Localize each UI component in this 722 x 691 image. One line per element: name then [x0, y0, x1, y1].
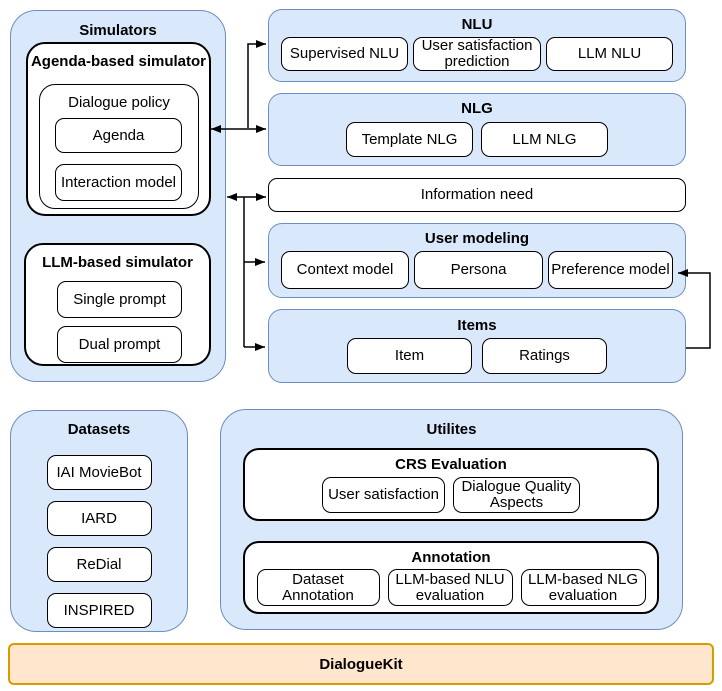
- box-inspired: INSPIRED: [46, 593, 152, 628]
- section-annotation: Annotation Dataset Annotation LLM-based …: [243, 541, 659, 614]
- box-user-satisfaction-prediction: User satisfaction prediction: [413, 37, 541, 71]
- nlg-title: NLG: [461, 100, 493, 117]
- box-dialogue-quality-aspects: Dialogue Quality Aspects: [453, 477, 580, 513]
- box-llm-nlu: LLM NLU: [546, 37, 673, 71]
- group-nlg: NLG Template NLG LLM NLG: [268, 93, 686, 166]
- dialogue-policy-title: Dialogue policy: [68, 94, 170, 111]
- box-item: Item: [347, 338, 472, 374]
- box-dual-prompt: Dual prompt: [57, 326, 182, 363]
- section-dialogue-policy: Dialogue policy Agenda Interaction model: [39, 84, 199, 209]
- box-user-satisfaction: User satisfaction: [322, 477, 445, 513]
- dialoguekit-bar: DialogueKit: [8, 643, 714, 685]
- box-information-need: Information need: [268, 178, 686, 212]
- box-interaction-model: Interaction model: [55, 164, 182, 201]
- box-ratings: Ratings: [482, 338, 607, 374]
- box-llm-nlg: LLM NLG: [481, 122, 608, 157]
- group-items: Items Item Ratings: [268, 309, 686, 383]
- simulators-title: Simulators: [79, 22, 157, 39]
- box-single-prompt: Single prompt: [57, 281, 182, 318]
- box-llm-nlu-evaluation: LLM-based NLU evaluation: [387, 569, 513, 606]
- box-dataset-annotation: Dataset Annotation: [256, 569, 380, 606]
- group-utilities: Utilites CRS Evaluation User satisfactio…: [220, 409, 683, 630]
- box-preference-model: Preference model: [548, 251, 673, 289]
- agenda-based-simulator-title: Agenda-based simulator: [30, 53, 207, 70]
- section-llm-based-simulator: LLM-based simulator Single prompt Dual p…: [24, 243, 211, 366]
- annotation-title: Annotation: [411, 549, 491, 566]
- box-redial: ReDial: [46, 547, 152, 582]
- crs-evaluation-title: CRS Evaluation: [395, 456, 507, 473]
- llm-based-simulator-title: LLM-based simulator: [42, 254, 193, 271]
- box-llm-nlg-evaluation: LLM-based NLG evaluation: [520, 569, 646, 606]
- group-nlu: NLU Supervised NLU User satisfaction pre…: [268, 9, 686, 82]
- box-persona: Persona: [414, 251, 543, 289]
- box-iai-moviebot: IAI MovieBot: [46, 455, 152, 490]
- box-supervised-nlu: Supervised NLU: [281, 37, 408, 71]
- user-modeling-title: User modeling: [424, 230, 530, 247]
- utilities-title: Utilites: [426, 421, 477, 438]
- section-crs-evaluation: CRS Evaluation User satisfaction Dialogu…: [243, 448, 659, 521]
- box-context-model: Context model: [281, 251, 409, 289]
- box-agenda: Agenda: [55, 118, 182, 153]
- group-simulators: Simulators Agenda-based simulator Dialog…: [10, 10, 226, 382]
- group-datasets: Datasets IAI MovieBot IARD ReDial INSPIR…: [10, 410, 188, 632]
- nlu-title: NLU: [461, 16, 493, 33]
- group-user-modeling: User modeling Context model Persona Pref…: [268, 223, 686, 298]
- items-title: Items: [457, 317, 497, 334]
- arrow-simulators-nlu: [247, 40, 266, 128]
- box-template-nlg: Template NLG: [346, 122, 473, 157]
- box-iard: IARD: [46, 501, 152, 536]
- section-agenda-based-simulator: Agenda-based simulator Dialogue policy A…: [26, 42, 211, 216]
- dialoguekit-label: DialogueKit: [319, 655, 403, 673]
- datasets-title: Datasets: [67, 421, 131, 438]
